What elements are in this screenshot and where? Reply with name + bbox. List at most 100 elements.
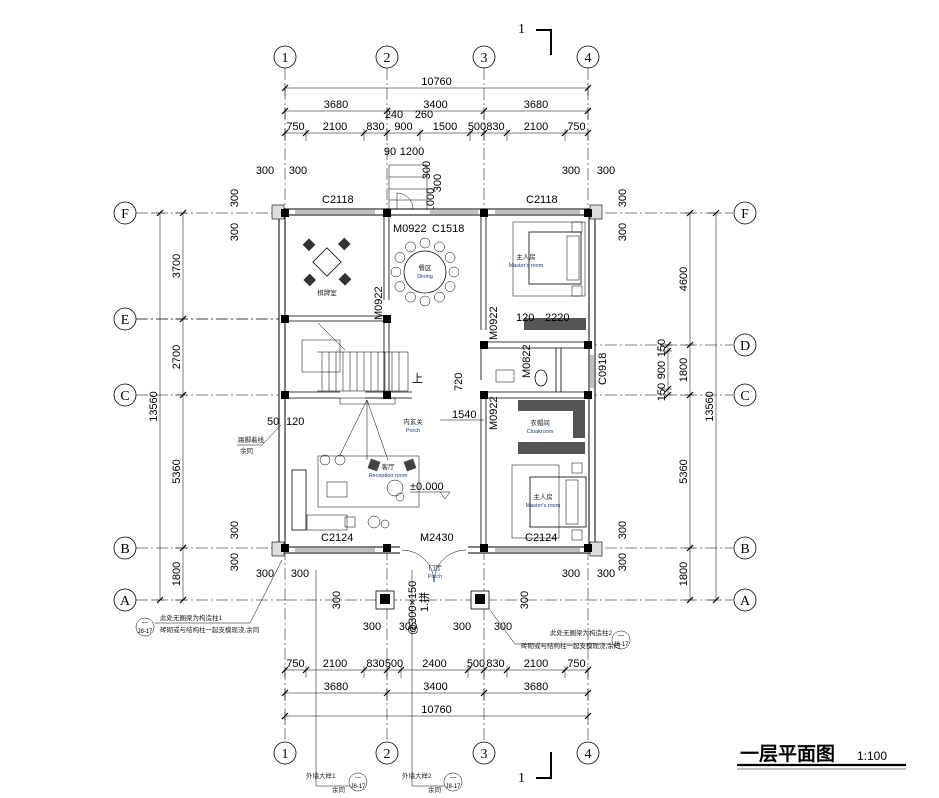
axis-label-left: B [120, 542, 129, 557]
dining-table [390, 237, 460, 307]
dim-right-corner: 300 [617, 223, 629, 241]
stair-outline [317, 351, 409, 392]
inner-dimensions: 720 1540 120 2220 50 120 [267, 312, 569, 428]
dining-chair [390, 266, 402, 278]
axis-label-right: A [740, 594, 751, 609]
axis-bubble [733, 536, 757, 560]
dim-extra-vertical: 300 [432, 174, 444, 192]
room-dining: 餐区 [419, 263, 433, 272]
dim-top-sub-text: 900 [394, 121, 412, 133]
stool [319, 454, 331, 466]
stair-up-label: 上 [412, 372, 423, 385]
room-cloakroom: 衣帽间 [530, 418, 550, 427]
dim-top-bays-text: 3680 [524, 99, 548, 111]
column [584, 209, 592, 217]
axis-bubble [576, 45, 600, 69]
dim-top-bays-text: 3400 [423, 99, 447, 111]
door-m0922-chess: M0922 [373, 286, 385, 320]
annotations: 踢脚着线 余同 此处无圈梁为构造柱1 砖砌或与结构柱一起支模现浇,余同 — J8… [135, 424, 631, 794]
detail-bubble-bottom: J8-17 [137, 629, 153, 635]
note-wall-same-2: 余同 [428, 785, 441, 794]
leader-line [489, 609, 610, 645]
axis-bubble [273, 45, 297, 69]
axis-bubble [273, 741, 297, 765]
axis-label-right: F [741, 207, 749, 222]
column [383, 544, 391, 552]
dining-chair [419, 237, 431, 249]
dim-bottom-sub-text: 750 [286, 658, 304, 670]
detail-bubble-top: — [142, 620, 148, 626]
column [480, 544, 488, 552]
axis-bubble [733, 588, 757, 612]
leader-line [155, 559, 283, 624]
note-kick-same: 余同 [240, 446, 253, 455]
axis-bubble [375, 741, 399, 765]
room-master-bottom-en: Master's room [526, 503, 561, 509]
pillow [566, 235, 580, 281]
dim-extra: 260 [415, 109, 433, 121]
dim-right-small-text: 150 [656, 383, 668, 401]
leader-line [237, 424, 282, 446]
dim-bottom-sub-text: 830 [486, 658, 504, 670]
armchair [403, 458, 417, 472]
dim-120: 120 [516, 312, 534, 324]
dim-right-small-text: 900 [656, 361, 668, 379]
wall-axis-e [285, 315, 389, 322]
column [281, 209, 289, 217]
wall-bath [555, 348, 562, 392]
living-room-set [291, 397, 420, 531]
dining-chair [394, 281, 406, 292]
room-dining-en: Dining [417, 274, 433, 280]
dim-corner: 300 [597, 165, 615, 177]
note-column-2-detail: 砖砌或与结构柱一起支模现浇,余同 [521, 641, 620, 650]
dim-right-corner: 300 [617, 189, 629, 207]
dim-left-bays-text: 1800 [171, 562, 183, 586]
dim-top-sub-text: 830 [486, 121, 504, 133]
note-wall-detail-1: 外墙大样1 [306, 771, 336, 780]
wardrobe [518, 442, 585, 454]
dim-bottom-sub-text: 500 [385, 658, 403, 670]
detail-bubble-bottom: J8-17 [613, 642, 629, 648]
section-mark-top: 1 [518, 22, 552, 55]
window-c2124-left: C2124 [321, 532, 353, 544]
dim-pillar-vertical: 300 [519, 591, 531, 609]
dim-pillar: 300 [291, 568, 309, 580]
room-master-top: 主人房 [516, 252, 536, 261]
window-c2124-right: C2124 [525, 532, 557, 544]
dim-extra-vertical: 1000 [425, 188, 437, 212]
dim-bottom-bays-text: 3680 [524, 681, 548, 693]
dim-right-bays-text: 4600 [678, 267, 690, 291]
axis-bubble [733, 333, 757, 357]
drawing-title: 一层平面图 1:100 [737, 743, 906, 770]
dim-right-bays-text: 1800 [678, 562, 690, 586]
stair-steps [321, 352, 400, 391]
dim-bottom-total-text: 10760 [421, 704, 452, 716]
note-column-1-detail: 砖砌或与结构柱一起支模现浇,余同 [160, 625, 259, 634]
dim-top-sub-text: 750 [567, 121, 585, 133]
dining-chair [405, 291, 416, 303]
column [281, 544, 289, 552]
door-m0822: M0822 [521, 344, 533, 378]
dim-left-small: 300 [229, 189, 241, 207]
column [281, 391, 289, 399]
cloakroom-wardrobes [518, 400, 585, 454]
dim-right-small-text: 150 [656, 339, 668, 357]
axis-label-right: C [740, 389, 749, 404]
stair-landing [301, 339, 341, 373]
dim-top-sub-text: 2100 [524, 121, 548, 133]
dining-chair [448, 266, 460, 278]
wall-axis-2 [383, 215, 390, 395]
chair [338, 272, 352, 286]
dim-left-total-text: 13560 [148, 391, 160, 422]
sink [495, 369, 515, 383]
section-mark-label: 1 [518, 771, 525, 786]
room-master-bottom: 主人房 [533, 492, 553, 501]
axis-label-2: 2 [384, 747, 391, 762]
dim-pillar: 300 [597, 568, 615, 580]
title-text: 一层平面图 [740, 743, 835, 765]
axis-label-1: 1 [282, 747, 289, 762]
rear-steps [388, 164, 428, 210]
window-c0918: C0918 [597, 353, 609, 385]
room-labels: 棋牌室 餐区 Dining 主人房 Master's room 内玄关 Porc… [317, 252, 561, 580]
